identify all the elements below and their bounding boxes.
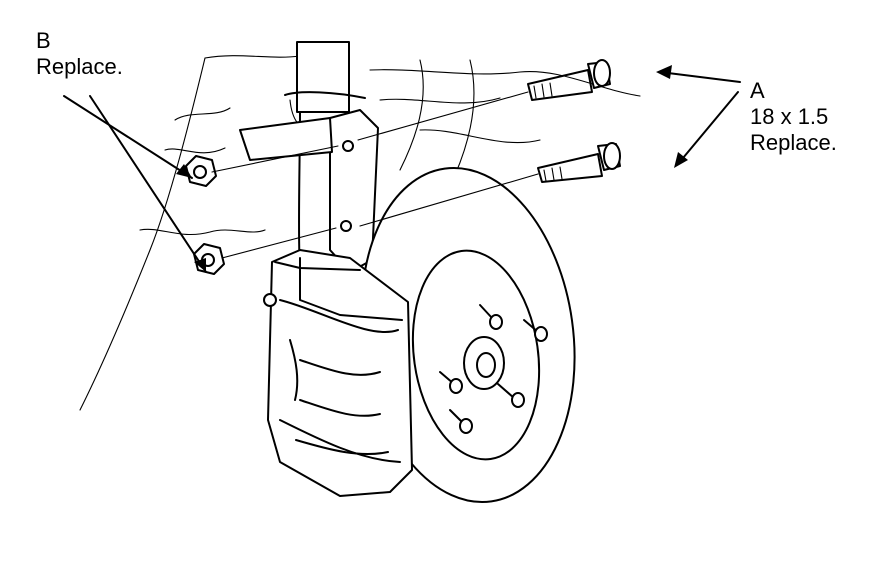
callout-b-label: B Replace. [36, 28, 123, 80]
callout-b-arrows [63, 95, 207, 273]
callout-a-label: A 18 x 1.5 Replace. [750, 78, 837, 156]
callout-b-note: Replace. [36, 54, 123, 79]
callout-a-note: Replace. [750, 130, 837, 155]
callout-a-spec: 18 x 1.5 [750, 104, 829, 129]
callout-a-letter: A [750, 78, 765, 103]
bolt-upper-guide-line [357, 91, 529, 141]
brake-caliper [263, 249, 413, 497]
bolt-lower-icon [537, 142, 621, 183]
nut-upper-guide-line [211, 145, 339, 173]
background-chassis-outline [79, 55, 641, 411]
nut-upper-icon [185, 155, 217, 187]
strut-assembly [284, 41, 366, 331]
knuckle-bracket [239, 109, 379, 273]
brake-disc [360, 166, 576, 504]
callout-b-letter: B [36, 28, 51, 53]
bolt-upper-icon [527, 59, 611, 101]
bolt-lower-guide-line [359, 173, 539, 227]
nut-lower-guide-line [221, 227, 337, 259]
callout-a-arrows [656, 65, 741, 168]
